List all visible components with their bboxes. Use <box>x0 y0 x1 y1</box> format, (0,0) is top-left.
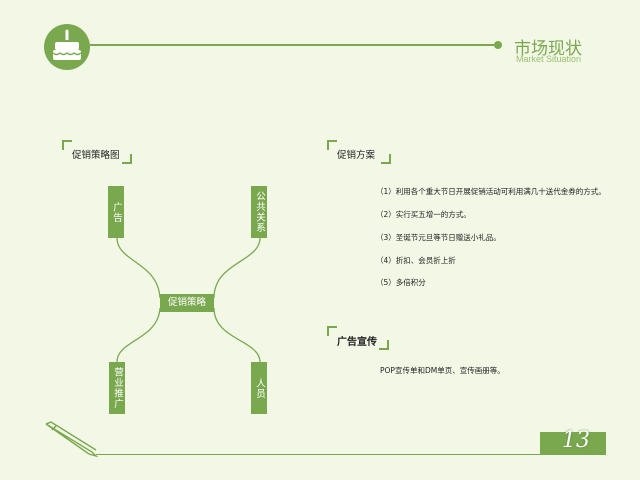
mind-map-node-public-relations: 公共关系 <box>251 186 267 238</box>
pen-icon <box>45 421 99 458</box>
plan-item: （1）利用各个重大节日开展促销活动可利用满几十送代金券的方式。 <box>376 187 606 196</box>
ad-heading-label: 广告宣传 <box>337 337 377 348</box>
strategy-heading: 促销策略图 <box>62 140 132 164</box>
mind-map-center-node: 促销策略 <box>160 294 214 312</box>
page-subtitle: Market Situation <box>516 54 582 64</box>
cake-icon <box>52 29 82 60</box>
page-number-box <box>540 432 606 454</box>
mind-map-node-label: 营业推广 <box>112 367 123 409</box>
plan-heading: 促销方案 <box>327 140 391 164</box>
mind-map-node-advertising: 广告 <box>108 186 124 238</box>
mind-map-center-label: 促销策略 <box>167 297 206 308</box>
mind-map-node-label: 公共关系 <box>254 191 265 233</box>
plan-heading-label: 促销方案 <box>337 150 376 161</box>
header-rule <box>90 44 494 46</box>
plan-item: （2）实行买五增一的方式。 <box>376 210 471 219</box>
plan-item: （4）折扣、会员折上折 <box>376 256 456 265</box>
mind-map-node-personnel: 人员 <box>251 362 267 414</box>
plan-item: （3）圣诞节元旦等节日赠送小礼品。 <box>376 233 501 242</box>
mind-map-node-label: 广告 <box>111 201 122 223</box>
mind-map-node-sales-promotion: 营业推广 <box>109 362 125 414</box>
strategy-heading-label: 促销策略图 <box>72 150 120 161</box>
ad-heading: 广告宣传 <box>327 326 389 350</box>
ad-description: POP宣传单和DM单页、宣传画册等。 <box>380 366 505 375</box>
footer-rule <box>96 454 606 455</box>
page-number: 13 <box>562 428 590 453</box>
mind-map-node-label: 人员 <box>254 377 265 399</box>
page-title: 市场现状 <box>514 39 582 59</box>
logo-badge <box>44 24 90 70</box>
plan-item: （5）多倍积分 <box>376 278 426 287</box>
header-rule-dot <box>494 41 502 49</box>
